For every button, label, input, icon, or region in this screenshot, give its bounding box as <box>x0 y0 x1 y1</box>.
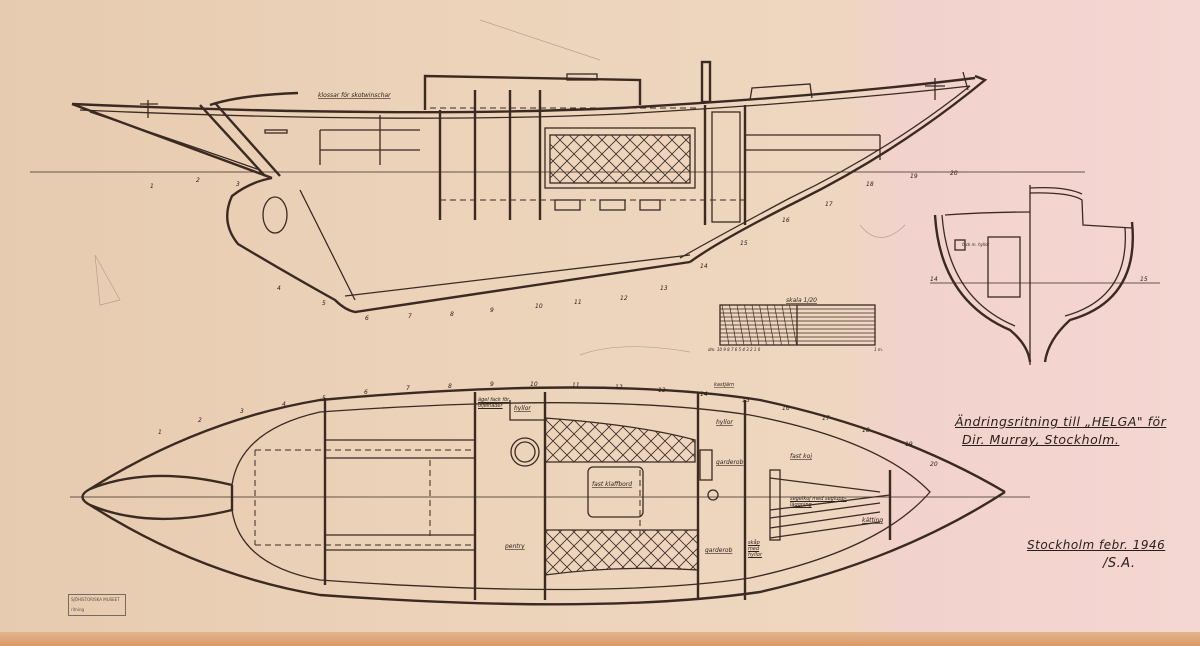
section-frame-left: 14 <box>930 276 938 283</box>
frame-number: 16 <box>782 405 790 412</box>
frame-number: 1 <box>158 429 162 436</box>
berth-cushion-bottom <box>544 529 699 576</box>
frame-number: 9 <box>490 381 494 388</box>
frame-number: 13 <box>660 285 668 292</box>
label-anchor: kastjärn <box>714 382 734 388</box>
frame-number: 15 <box>740 240 748 247</box>
frame-number: 7 <box>406 385 410 392</box>
stem <box>689 74 988 263</box>
label-sails: segelkoj med seglupp­läggning <box>790 496 847 508</box>
scale-diagonal <box>729 304 737 346</box>
scale-left: dm. 10 9 8 7 6 5 4 3 2 1 0 <box>708 347 761 352</box>
frame-number: 3 <box>240 408 244 415</box>
frame-number: 9 <box>490 307 494 314</box>
label-chain: kätting <box>862 517 883 524</box>
scale-title: skala 1/20 <box>786 297 817 304</box>
section-frame-right: 15 <box>1140 276 1148 283</box>
scale-diagonal <box>721 304 730 346</box>
mast <box>700 60 712 104</box>
counter <box>71 102 273 180</box>
scale-right: 1 m. <box>874 347 883 352</box>
hull-port <box>933 214 1032 363</box>
frame-number: 20 <box>930 461 938 468</box>
frame-number: 11 <box>572 382 580 389</box>
frame-number: 14 <box>700 391 708 398</box>
rudder-port <box>262 196 288 234</box>
frame-number: 16 <box>782 217 790 224</box>
frame-number: 12 <box>615 384 623 391</box>
settee-cushion <box>549 134 691 184</box>
section-note: fack m. hyllor <box>962 242 990 247</box>
frame-number: 17 <box>825 201 833 208</box>
frame-number: 8 <box>448 383 452 390</box>
sheer-line <box>71 76 976 114</box>
plan-labels: hyllor fast klaffbord hyllor garderob fa… <box>504 382 883 554</box>
archive-stamp: SJÖHISTORISKA MUSEET ritning <box>68 594 126 616</box>
scale-diagonal <box>759 304 767 346</box>
scale-diagonal <box>781 304 790 346</box>
scale-diagonal <box>789 304 797 346</box>
profile-view: klossar för skotwinschar <box>30 60 1085 314</box>
stamp-line-2: ritning <box>71 607 85 612</box>
scale-diagonal <box>774 304 782 346</box>
signature: /S.A. <box>1103 556 1136 571</box>
frame-number: 5 <box>322 300 326 307</box>
winch-note: klossar för skotwinschar <box>318 92 391 99</box>
scale-diagonal <box>751 304 760 346</box>
label-shelves-1: hyllor <box>514 405 531 412</box>
frame-numbers: 1122334455667788991010111112121313141415… <box>150 170 958 468</box>
label-cabinet: skåp med hyllor <box>748 540 763 558</box>
scale-diagonal <box>736 304 745 346</box>
deck-edge-top <box>89 386 1006 494</box>
frame-number: 1 <box>150 183 154 190</box>
frame-number: 4 <box>277 285 281 292</box>
scale-bar: skala 1/20 dm. 10 9 8 7 6 5 4 3 2 1 0 1 … <box>708 297 883 352</box>
label-oilskins: ägel fack för oljekläder <box>478 397 510 409</box>
frame-number: 10 <box>535 303 543 310</box>
frame-number: 19 <box>910 173 918 180</box>
frame-number: 11 <box>574 299 582 306</box>
label-wardrobe-1: garderob <box>716 459 744 466</box>
frame-number: 19 <box>905 441 913 448</box>
stamp-line-1: SJÖHISTORISKA MUSEET <box>71 597 120 602</box>
scale-diagonal <box>744 304 752 346</box>
paper-edge <box>0 632 1200 646</box>
label-galley: pentry <box>504 543 525 550</box>
deck-edge-bottom <box>89 490 1006 606</box>
frame-number: 6 <box>364 389 368 396</box>
label-wardrobe-2: garderob <box>705 547 733 554</box>
frame-number: 10 <box>530 381 538 388</box>
frame-number: 4 <box>282 401 286 408</box>
frame-number: 13 <box>658 387 666 394</box>
frame-number: 15 <box>742 397 750 404</box>
frame-number: 14 <box>700 263 708 270</box>
frame-number: 5 <box>322 395 326 402</box>
label-berth: fast koj <box>790 453 812 460</box>
plan-view <box>70 386 1030 606</box>
frame-number: 8 <box>450 311 454 318</box>
rudder-post <box>199 102 281 177</box>
label-table: fast klaffbord <box>592 481 632 488</box>
scale-diagonal <box>766 304 775 346</box>
berth-cushion-top <box>544 417 696 463</box>
frame-number: 2 <box>196 177 200 184</box>
hull-starboard <box>1043 221 1134 363</box>
client-line: Dir. Murray, Stockholm. <box>962 432 1120 447</box>
frame-number: 18 <box>866 181 874 188</box>
deckhouse <box>423 74 642 110</box>
frame-number: 3 <box>236 181 240 188</box>
frame-number: 2 <box>198 417 202 424</box>
keel <box>226 176 691 314</box>
frame-number: 12 <box>620 295 628 302</box>
frame-number: 7 <box>408 313 412 320</box>
table <box>587 466 644 518</box>
frame-number: 17 <box>822 415 830 422</box>
frame-number: 20 <box>950 170 958 177</box>
midship-section: fack m. hyllor 14 15 <box>930 185 1160 365</box>
place-date: Stockholm febr. 1946 <box>1027 538 1166 552</box>
drawing-title: Ändringsritning till „HELGA" för <box>955 414 1167 429</box>
frame-number: 18 <box>862 427 870 434</box>
frame-number: 6 <box>365 315 369 322</box>
label-shelves-2: hyllor <box>716 419 733 426</box>
